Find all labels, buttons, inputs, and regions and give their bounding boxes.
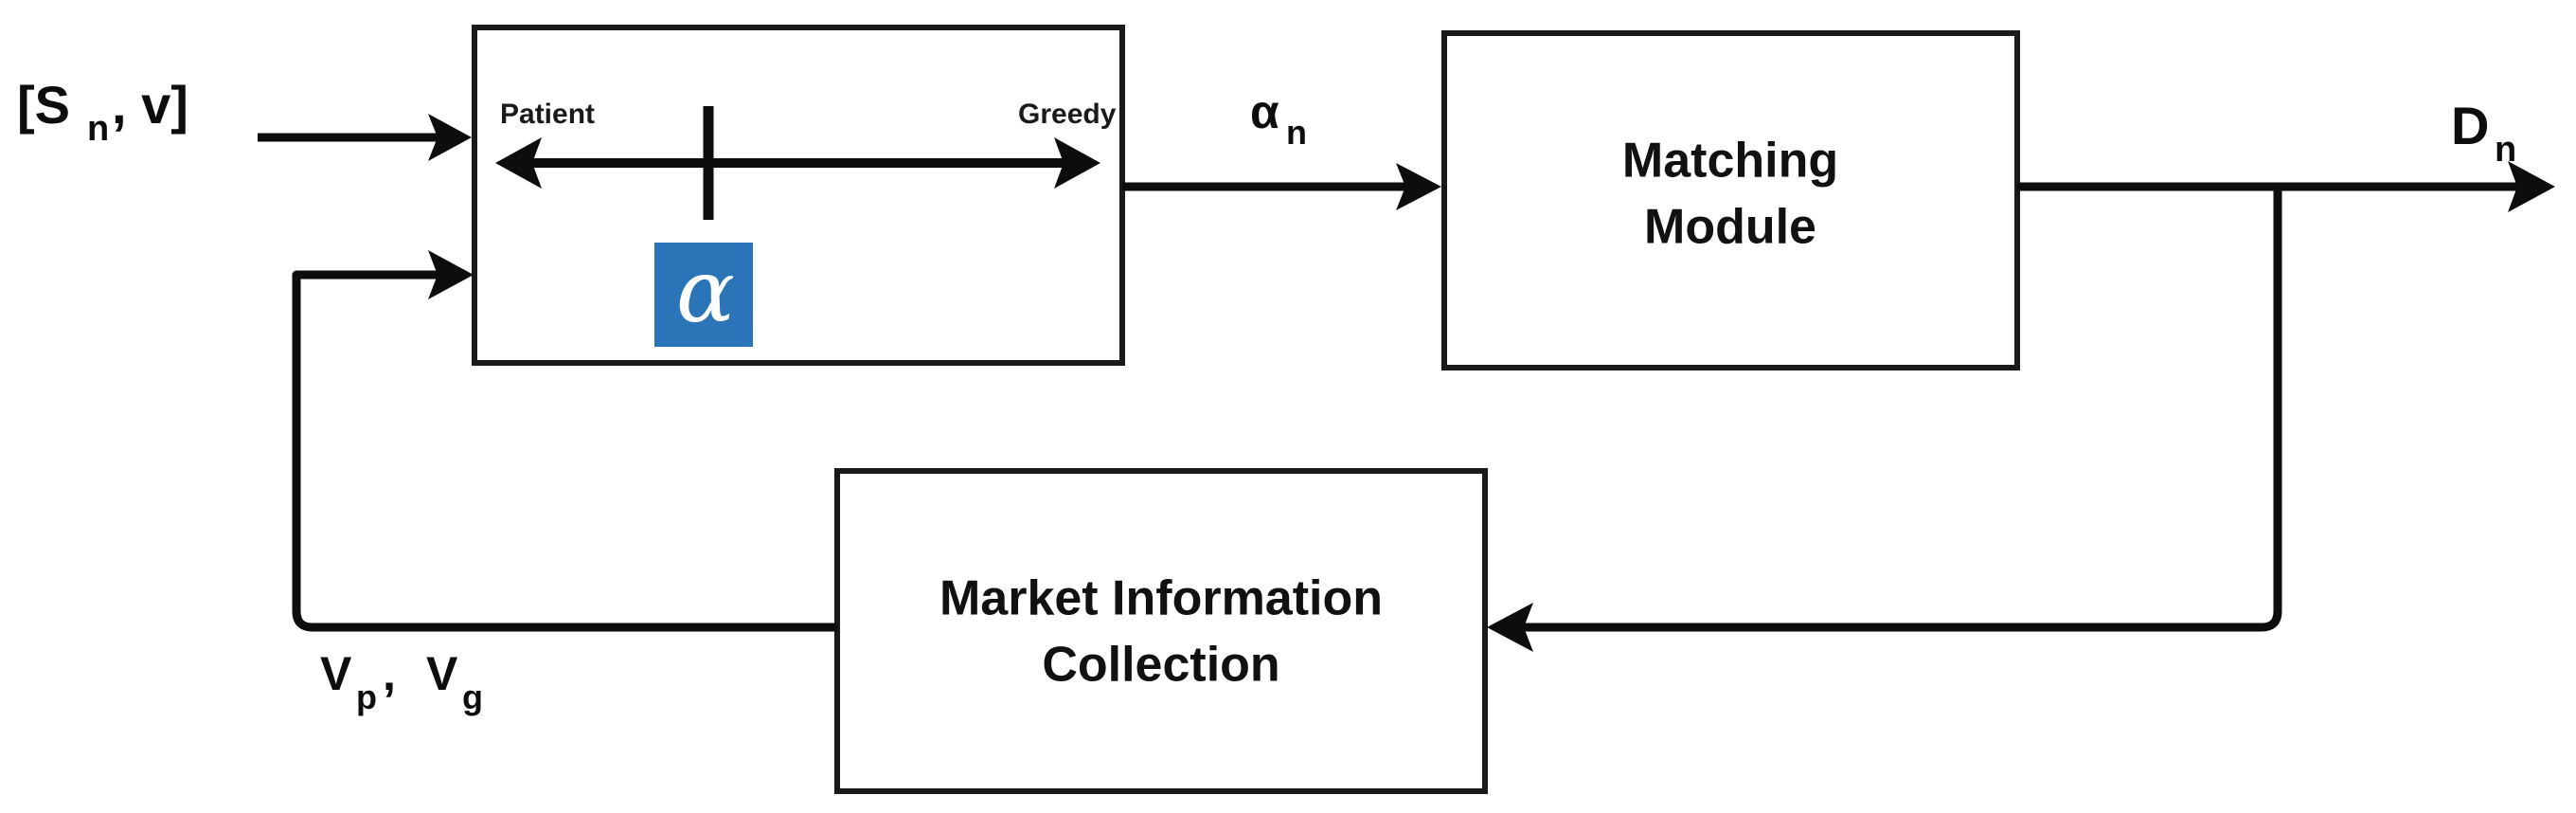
matching-module-label-line1: Matching <box>1622 134 1838 189</box>
market-info-box-outline <box>834 468 1488 794</box>
input-signal-tail: , v] <box>112 75 188 135</box>
slider-label-greedy: Greedy <box>1018 99 1117 130</box>
policy-slider-track[interactable] <box>495 137 1100 189</box>
matching-module-block[interactable]: Matching Module <box>1441 30 2020 370</box>
input-signal-base: [S <box>17 75 70 135</box>
matching-output-edge: D n <box>2017 96 2555 212</box>
input-signal-subscript: n <box>87 109 109 149</box>
market-information-collection-block[interactable]: Market Information Collection <box>834 468 1488 794</box>
feedback-label-v2-base: V <box>426 647 458 700</box>
slider-arrowhead-left <box>495 137 542 189</box>
alpha-n-arrowhead <box>1396 163 1441 210</box>
feedback-path-left <box>292 250 837 632</box>
alpha-chip-symbol: α <box>676 241 735 342</box>
market-feedback-label: V p , V g <box>320 647 483 716</box>
input-arrowhead <box>428 114 472 161</box>
output-signal-base: D <box>2451 96 2489 155</box>
policy-selector-box-outline <box>472 25 1125 366</box>
input-arrow <box>258 114 472 161</box>
matching-module-box-outline <box>1441 30 2020 370</box>
output-signal-label: D n <box>2451 96 2516 170</box>
alpha-n-edge: α n <box>1122 85 1441 210</box>
slider-label-patient: Patient <box>500 99 595 130</box>
feedback-right-arrowhead <box>1487 603 1533 652</box>
feedback-left-arrowhead <box>428 250 474 299</box>
alpha-parameter-chip[interactable]: α <box>654 241 753 347</box>
matching-module-label-line2: Module <box>1644 200 1816 255</box>
market-info-label-line1: Market Information <box>939 571 1383 626</box>
market-info-label-line2: Collection <box>1042 638 1279 693</box>
output-signal-subscript: n <box>2495 130 2516 170</box>
output-arrowhead <box>2508 161 2555 212</box>
input-signal-label: [S n , v] <box>17 75 188 149</box>
feedback-path-right <box>1487 187 2282 652</box>
feedback-label-v2-subscript: g <box>462 678 483 716</box>
feedback-label-v1-base: V <box>320 647 352 700</box>
alpha-n-label-base: α <box>1250 85 1279 138</box>
alpha-n-label-subscript: n <box>1286 113 1307 152</box>
feedback-label-v1-subscript: p <box>356 678 377 716</box>
policy-selector-block[interactable]: Patient Greedy α <box>472 25 1125 366</box>
alpha-chip-background <box>654 243 753 347</box>
slider-arrowhead-right <box>1054 137 1100 189</box>
feedback-label-separator: , <box>383 647 396 700</box>
